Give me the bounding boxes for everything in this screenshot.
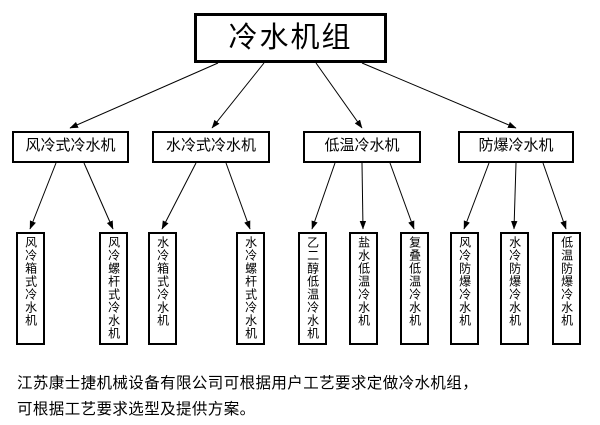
- node-leaf-label: 水冷防爆冷水机: [507, 236, 522, 327]
- node-category-water-cooled[interactable]: 水冷式冷水机: [152, 131, 270, 163]
- node-category-explosion-proof[interactable]: 防爆冷水机: [458, 131, 574, 163]
- node-leaf-cascade-low-temperature[interactable]: 复叠低温冷水机: [400, 232, 429, 345]
- node-category-low-temperature[interactable]: 低温冷水机: [303, 131, 421, 163]
- node-leaf-water-cooled-explosion-proof[interactable]: 水冷防爆冷水机: [500, 232, 529, 345]
- node-category-label: 防爆冷水机: [478, 138, 554, 155]
- edge-root-to-air-cooled: [69, 62, 219, 129]
- node-category-label: 水冷式冷水机: [165, 138, 256, 155]
- node-root-label: 冷水机组: [228, 21, 353, 54]
- node-leaf-brine-low-temperature[interactable]: 盐水低温冷水机: [349, 232, 378, 345]
- node-leaf-label: 水冷箱式冷水机: [155, 236, 170, 327]
- edge-air-cooled-to-leaf-2: [83, 162, 114, 230]
- node-leaf-water-cooled-screw-type[interactable]: 水冷螺杆式冷水机: [236, 232, 265, 345]
- node-leaf-low-temperature-explosion-proof[interactable]: 低温防爆冷水机: [552, 232, 581, 345]
- edge-low-temp-to-leaf-3: [389, 162, 415, 230]
- node-leaf-air-cooled-explosion-proof[interactable]: 风冷防爆冷水机: [450, 232, 479, 345]
- node-leaf-air-cooled-screw-type[interactable]: 风冷螺杆式冷水机: [99, 232, 128, 345]
- node-category-label: 低温冷水机: [324, 138, 400, 155]
- node-category-air-cooled[interactable]: 风冷式冷水机: [12, 131, 129, 163]
- node-category-label: 风冷式冷水机: [25, 138, 116, 155]
- node-leaf-glycol-low-temperature[interactable]: 乙二醇低温冷水机: [298, 232, 327, 345]
- node-leaf-label: 风冷防爆冷水机: [457, 236, 472, 327]
- caption-block: 江苏康士捷机械设备有限公司可根据用户工艺要求定做冷水机组， 可根据工艺要求选型及…: [17, 371, 587, 422]
- caption-line-2: 可根据工艺要求选型及提供方案。: [17, 400, 256, 418]
- edge-root-to-water-cooled: [211, 62, 265, 129]
- edge-low-temp-to-leaf-1: [311, 162, 336, 230]
- edge-explosion-proof-to-leaf-3: [542, 162, 567, 230]
- edge-explosion-proof-to-leaf-2: [511, 162, 518, 230]
- node-leaf-label: 水冷螺杆式冷水机: [243, 236, 258, 340]
- node-leaf-label: 风冷螺杆式冷水机: [106, 236, 121, 340]
- node-leaf-label: 盐水低温冷水机: [356, 236, 371, 327]
- edge-water-cooled-to-leaf-2: [225, 162, 251, 230]
- node-leaf-water-cooled-box-type[interactable]: 水冷箱式冷水机: [148, 232, 177, 345]
- edge-air-cooled-to-leaf-1: [29, 162, 57, 230]
- edge-water-cooled-to-leaf-1: [161, 162, 197, 230]
- node-leaf-label: 低温防爆冷水机: [559, 236, 574, 327]
- edge-root-to-explosion-proof: [361, 62, 517, 129]
- node-leaf-label: 风冷箱式冷水机: [23, 236, 38, 327]
- node-leaf-label: 复叠低温冷水机: [407, 236, 422, 327]
- caption-line-1: 江苏康士捷机械设备有限公司可根据用户工艺要求定做冷水机组，: [17, 375, 479, 392]
- edge-root-to-low-temp: [315, 62, 363, 129]
- node-root-chiller-unit[interactable]: 冷水机组: [194, 13, 387, 63]
- node-leaf-air-cooled-box-type[interactable]: 风冷箱式冷水机: [16, 232, 45, 345]
- edge-explosion-proof-to-leaf-1: [463, 162, 490, 230]
- edge-low-temp-to-leaf-2: [359, 162, 367, 230]
- node-leaf-label: 乙二醇低温冷水机: [305, 236, 320, 340]
